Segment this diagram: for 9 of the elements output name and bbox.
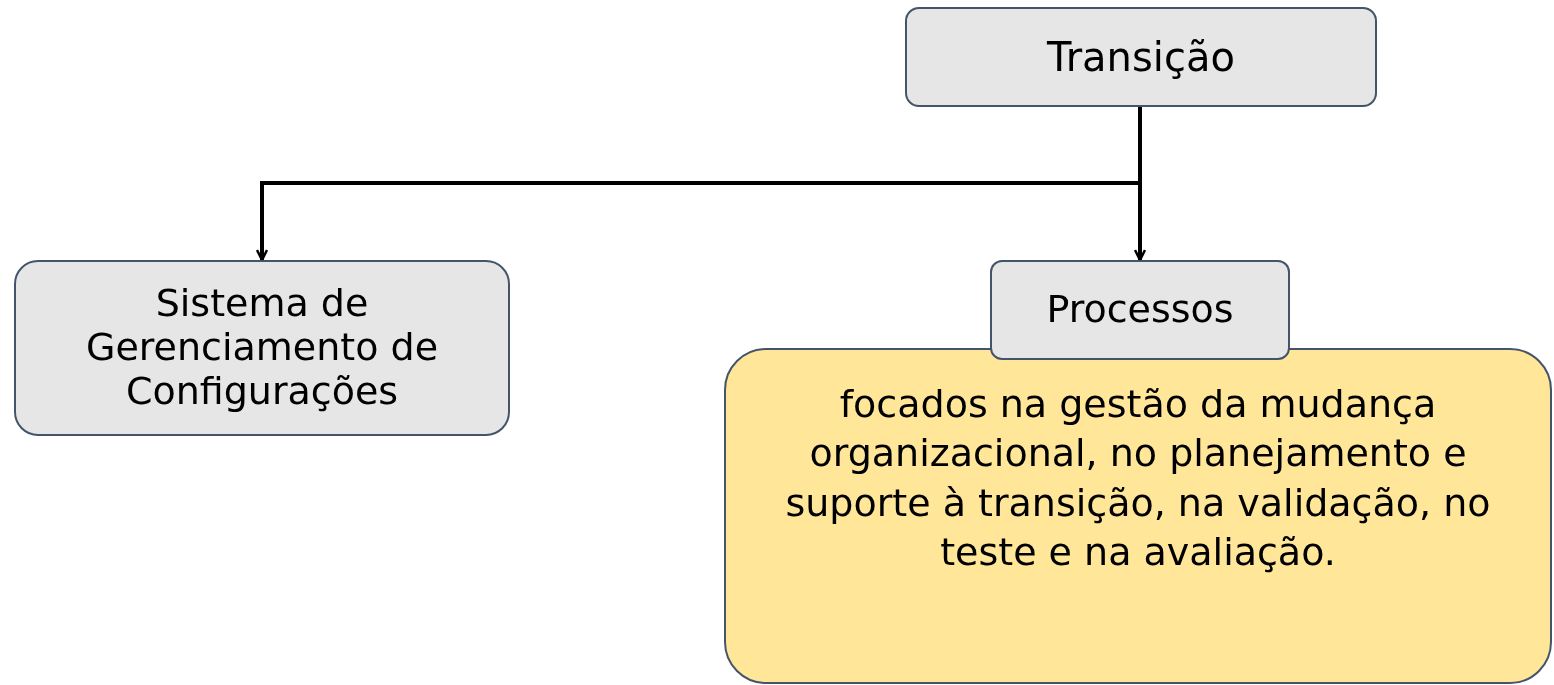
node-text: Processos xyxy=(1046,287,1234,333)
arrow xyxy=(1133,107,1147,262)
description-box xyxy=(724,348,1552,684)
node-text: Sistema de Gerenciamento de Configurações xyxy=(85,282,439,414)
process-box xyxy=(905,7,1377,107)
node-text: focados na gestão da mudança organizacional, no planejamento e suporte à transição, na validação, no teste e na avaliação. xyxy=(784,381,1492,577)
process-box xyxy=(14,260,510,436)
node-text: Transição xyxy=(1047,33,1235,81)
process-box xyxy=(990,260,1290,360)
